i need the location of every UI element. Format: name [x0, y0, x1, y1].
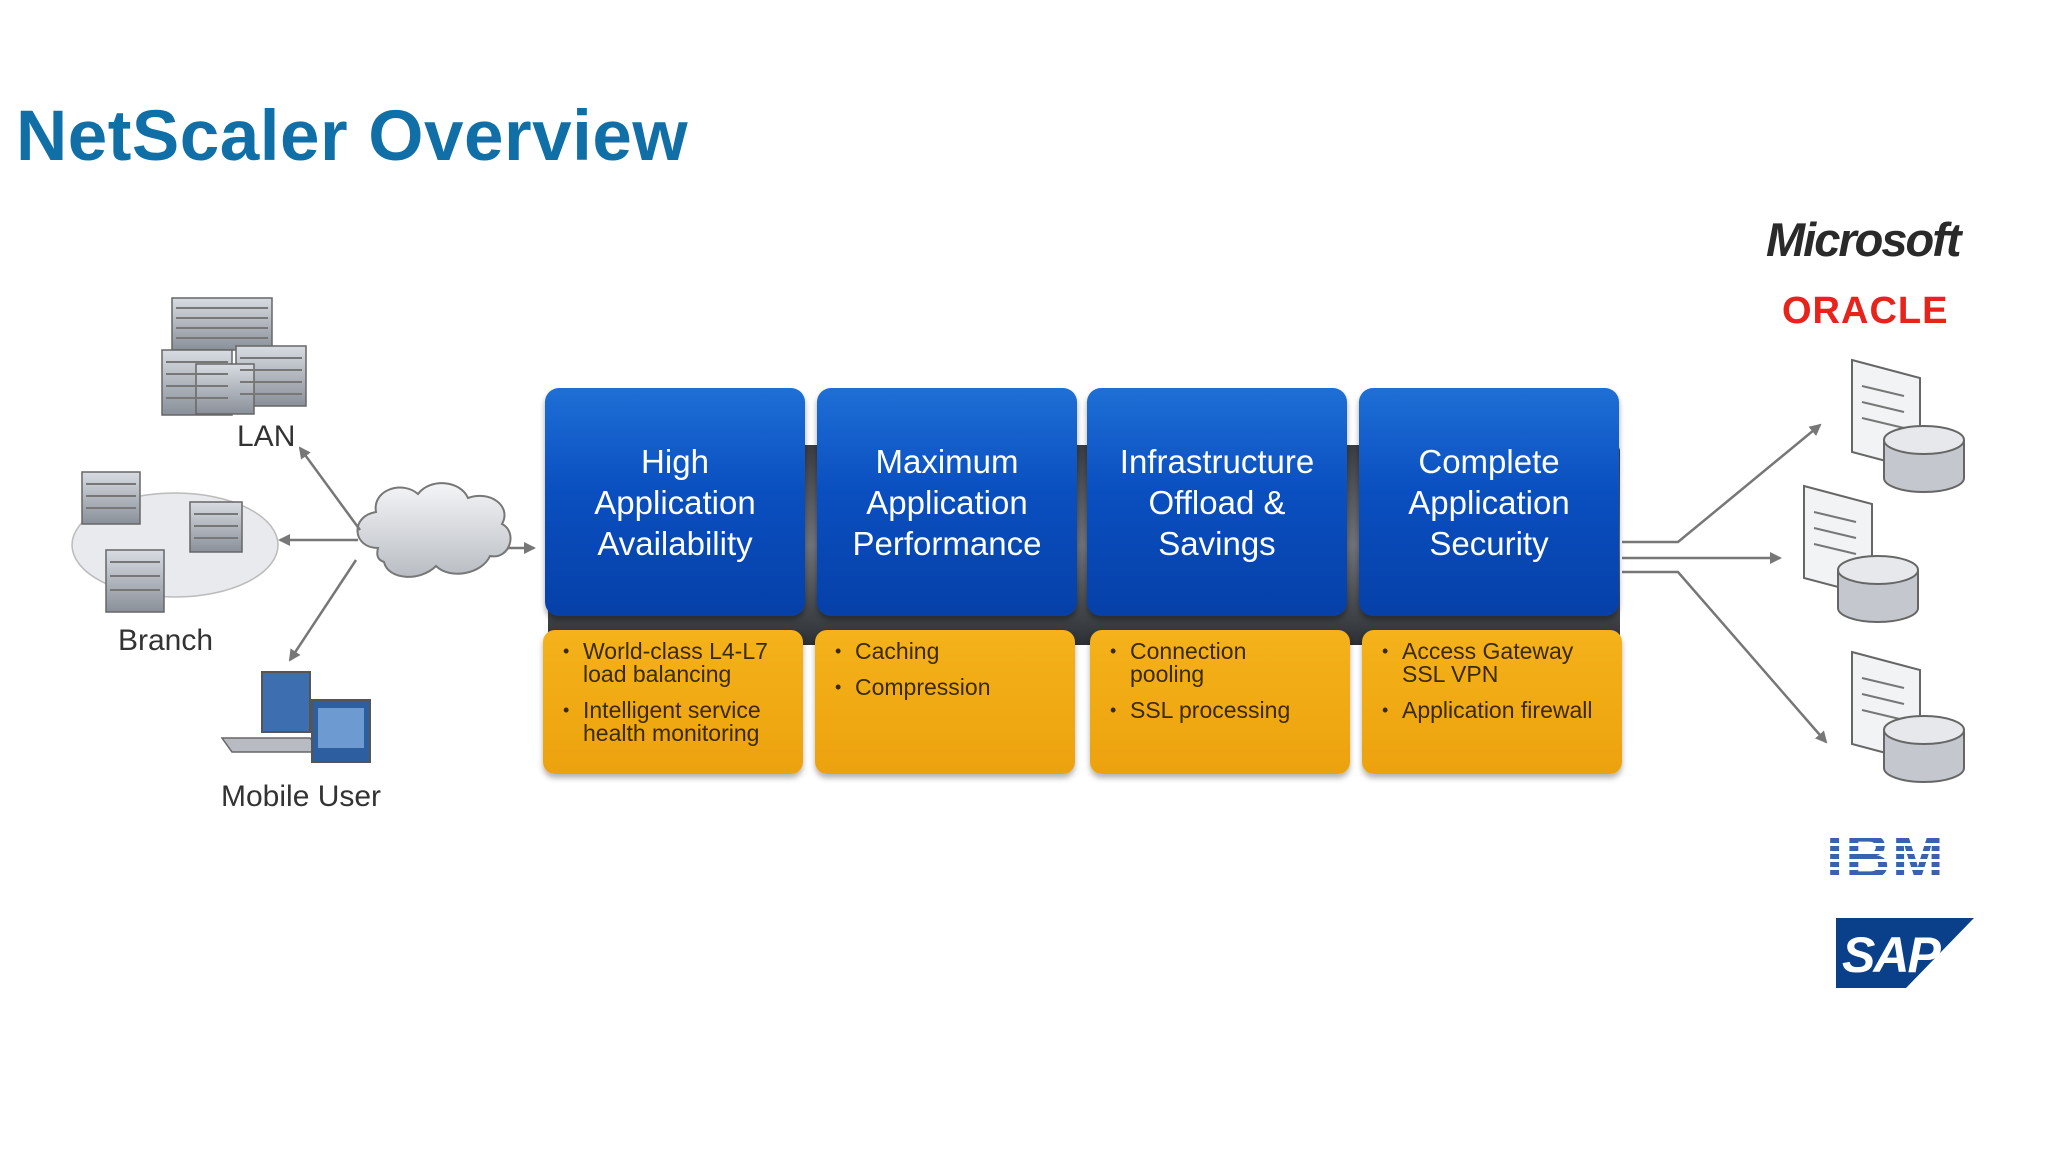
ibm-logo: IBM	[1826, 823, 1946, 892]
oracle-logo: ORACLE	[1782, 290, 1949, 332]
branch-label: Branch	[118, 624, 214, 657]
capability-heading: High Application Availability	[594, 442, 756, 562]
page-title: NetScaler Overview	[16, 97, 689, 176]
sap-logo: SAP	[1836, 918, 1974, 988]
lan-buildings-icon	[161, 297, 307, 416]
branch-buildings-icon	[71, 471, 279, 613]
lan-label: LAN	[237, 420, 296, 453]
offload-features-box: Connection pooling SSL processing	[1090, 630, 1350, 774]
feature-bullet: Connection pooling	[1110, 640, 1342, 686]
cloud-icon	[356, 482, 512, 578]
capability-heading: Infrastructure Offload & Savings	[1119, 442, 1315, 562]
server-database-icon-3	[1851, 650, 1965, 783]
capability-heading: Maximum Application Performance	[852, 442, 1042, 562]
feature-bullet: Intelligent service health monitoring	[563, 699, 795, 745]
feature-bullet: Caching	[835, 640, 1067, 664]
server-database-icon-1	[1851, 358, 1965, 493]
server-database-icon-2	[1803, 484, 1919, 623]
feature-bullet: Application firewall	[1382, 699, 1614, 723]
mobile-laptop-icon	[220, 671, 371, 763]
availability-features-box: World-class L4-L7 load balancing Intelli…	[543, 630, 803, 774]
sap-logo-icon	[1836, 918, 1974, 988]
feature-bullet: Compression	[835, 676, 1067, 700]
security-features-box: Access Gateway SSL VPN Application firew…	[1362, 630, 1622, 774]
performance-features-box: Caching Compression	[815, 630, 1075, 774]
feature-bullet: Access Gateway SSL VPN	[1382, 640, 1614, 686]
capability-security-box: Complete Application Security	[1359, 388, 1619, 616]
capability-performance-box: Maximum Application Performance	[817, 388, 1077, 616]
capability-offload-box: Infrastructure Offload & Savings	[1087, 388, 1347, 616]
mobile-user-label: Mobile User	[221, 780, 382, 813]
appliance-band	[548, 445, 1620, 645]
feature-bullet: SSL processing	[1110, 699, 1342, 723]
capability-availability-box: High Application Availability	[545, 388, 805, 616]
microsoft-logo: Microsoft	[1766, 213, 1961, 266]
sap-logo-text: SAP	[1842, 927, 1941, 983]
feature-bullet: World-class L4-L7 load balancing	[563, 640, 795, 686]
capability-heading: Complete Application Security	[1408, 442, 1570, 562]
